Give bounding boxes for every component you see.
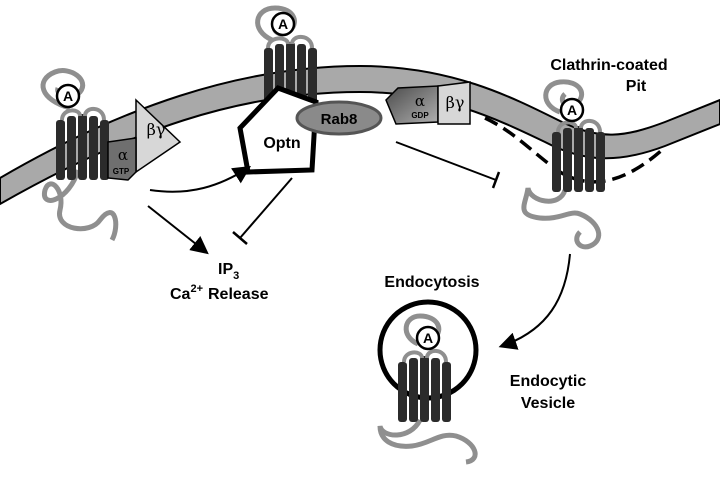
- rab8-ellipse: [295, 100, 383, 136]
- clathrin-pit-label-line1: Clathrin-coated: [550, 57, 667, 74]
- agonist-circle: [270, 11, 296, 37]
- agonist-label: A: [278, 16, 288, 32]
- inhibit-rab8-to-pit-bar: [491, 171, 501, 189]
- endocytosis-label: Endocytosis: [384, 274, 479, 291]
- ip3-subscript: 3: [233, 270, 239, 282]
- agonist-label: A: [423, 330, 433, 346]
- beta-gamma-label-gdp: βγ: [446, 93, 465, 112]
- inhibit-optn-to-ip3: [239, 177, 293, 239]
- receptor-vesicle: A: [377, 299, 479, 465]
- g-protein-gdp: α GDP βγ: [385, 81, 471, 125]
- ip3-main: IP: [218, 261, 233, 278]
- alpha-label-gdp: α: [415, 92, 425, 110]
- arrow-gtp-to-ip3: [147, 205, 209, 255]
- inhibit-rab8-to-pit: [395, 141, 497, 181]
- receptor-pit: A: [521, 79, 605, 250]
- alpha-subunit-gtp: [107, 137, 137, 181]
- receptor-vesicle-c-tail: [377, 418, 478, 465]
- agonist-circle: [415, 325, 441, 351]
- optineurin-pentagon: [237, 85, 319, 175]
- clathrin-pit-label-line2: Pit: [626, 78, 647, 95]
- arrow-pit-to-vesicle: [498, 253, 571, 350]
- agonist-circle: [55, 83, 81, 109]
- receptor-left: A: [40, 68, 119, 242]
- agonist-label: A: [567, 102, 577, 118]
- ca-main: Ca: [170, 286, 191, 303]
- ca-release-label: Ca2+ Release: [170, 283, 269, 303]
- endocytic-vesicle-label-line2: Vesicle: [521, 395, 575, 412]
- alpha-label-gtp: α: [118, 146, 128, 164]
- ip3-label: IP3: [218, 261, 239, 282]
- receptor-left-c-tail: [42, 169, 119, 242]
- gdp-label: GDP: [411, 111, 429, 120]
- agonist-circle: [559, 97, 585, 123]
- rab8-label: Rab8: [321, 111, 358, 128]
- receptor-pit-c-tail: [521, 187, 602, 250]
- ca-superscript: 2+: [190, 283, 203, 295]
- beta-gamma-subunit-gdp: [437, 81, 471, 125]
- endocytic-vesicle-label-line1: Endocytic: [510, 373, 587, 390]
- beta-gamma-label-gtp: βγ: [147, 120, 166, 139]
- g-protein-gtp: α GTP βγ: [107, 98, 182, 181]
- arrow-gtp-to-optn: [149, 166, 252, 193]
- agonist-label: A: [63, 88, 73, 104]
- gtp-label: GTP: [113, 167, 130, 176]
- optn-label: Optn: [263, 135, 300, 152]
- inhibit-optn-to-ip3-bar: [232, 231, 248, 245]
- beta-gamma-subunit-gtp: [135, 98, 182, 174]
- release-word: Release: [208, 286, 269, 303]
